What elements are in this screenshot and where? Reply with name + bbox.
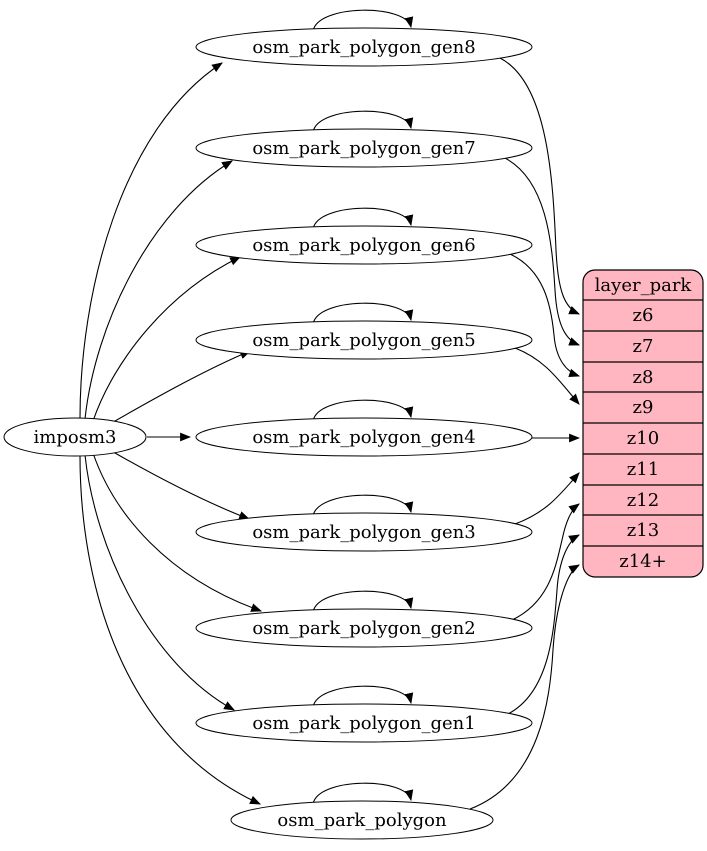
edge-imposm3-to-gen8 bbox=[79, 62, 223, 419]
selfloop-gen6 bbox=[312, 207, 414, 230]
selfloop-gen8 bbox=[312, 9, 414, 32]
selfloop-gen7 bbox=[312, 110, 414, 133]
edge-gen2-to-z12 bbox=[511, 503, 580, 621]
table-row-z14plus: z14+ bbox=[619, 551, 666, 572]
node-label-gen3: osm_park_polygon_gen3 bbox=[252, 522, 475, 543]
node-ellipse-gen5 bbox=[195, 320, 533, 360]
node-label-gen4: osm_park_polygon_gen4 bbox=[252, 427, 475, 448]
edge-imposm3-to-gen2 bbox=[92, 452, 263, 612]
node-ellipse-imposm3 bbox=[3, 417, 147, 457]
node-label-gen8: osm_park_polygon_gen8 bbox=[252, 37, 475, 58]
selfloop-gen4 bbox=[312, 399, 414, 422]
edge-gen6-to-z8 bbox=[509, 253, 581, 378]
table-row-z8: z8 bbox=[633, 367, 654, 388]
edge-imposm3-to-polygon bbox=[79, 455, 262, 805]
table-row-z11: z11 bbox=[627, 459, 659, 480]
edge-imposm3-to-gen3 bbox=[107, 448, 251, 520]
edge-gen3-to-z11 bbox=[514, 472, 580, 525]
edge-imposm3-to-gen7 bbox=[84, 160, 233, 420]
selfloop-gen1 bbox=[312, 685, 414, 708]
table-row-z13: z13 bbox=[627, 520, 659, 541]
edge-polygon-to-z14plus bbox=[469, 564, 580, 810]
edge-imposm3-to-gen6 bbox=[92, 256, 241, 422]
table-row-dividers bbox=[583, 299, 703, 547]
node-ellipse-gen3 bbox=[195, 512, 533, 552]
layer-park-table: layer_park z6 z7 z8 z9 z10 z11 z12 z13 z… bbox=[582, 269, 704, 578]
node-ellipse-gen8 bbox=[195, 27, 533, 67]
node-label-polygon: osm_park_polygon bbox=[277, 810, 447, 831]
node-ellipse-gen4 bbox=[195, 417, 533, 457]
edge-gen7-to-z7 bbox=[504, 157, 581, 346]
node-label-gen2: osm_park_polygon_gen2 bbox=[252, 618, 475, 639]
table-row-z6: z6 bbox=[633, 305, 654, 326]
edge-group bbox=[79, 9, 581, 810]
edge-gen5-to-z9 bbox=[514, 347, 580, 405]
node-label-imposm3: imposm3 bbox=[34, 427, 117, 448]
table-row-z9: z9 bbox=[633, 397, 654, 418]
node-ellipse-gen2 bbox=[195, 608, 533, 648]
selfloop-gen3 bbox=[312, 494, 414, 517]
edge-gen8-to-z6 bbox=[499, 57, 581, 315]
node-label-gen6: osm_park_polygon_gen6 bbox=[252, 235, 475, 256]
selfloop-polygon bbox=[312, 782, 414, 805]
node-label-gen7: osm_park_polygon_gen7 bbox=[252, 138, 475, 159]
table-row-z12: z12 bbox=[627, 490, 659, 511]
node-label-gen1: osm_park_polygon_gen1 bbox=[252, 713, 475, 734]
edge-gen1-to-z13 bbox=[507, 534, 580, 715]
selfloop-gen5 bbox=[312, 302, 414, 325]
node-label-gen5: osm_park_polygon_gen5 bbox=[252, 330, 475, 351]
table-row-z10: z10 bbox=[627, 428, 659, 449]
edge-imposm3-to-gen1 bbox=[84, 454, 235, 711]
table-header: layer_park bbox=[595, 275, 693, 296]
table-row-z7: z7 bbox=[633, 336, 654, 357]
node-ellipse-gen6 bbox=[195, 225, 533, 265]
node-group: imposm3 osm_park_polygon_gen8 osm_park_p… bbox=[3, 27, 533, 840]
node-ellipse-polygon bbox=[230, 800, 494, 840]
node-ellipse-gen7 bbox=[195, 128, 533, 168]
edge-imposm3-to-gen5 bbox=[107, 350, 252, 426]
node-ellipse-gen1 bbox=[195, 703, 533, 743]
selfloop-gen2 bbox=[312, 590, 414, 613]
